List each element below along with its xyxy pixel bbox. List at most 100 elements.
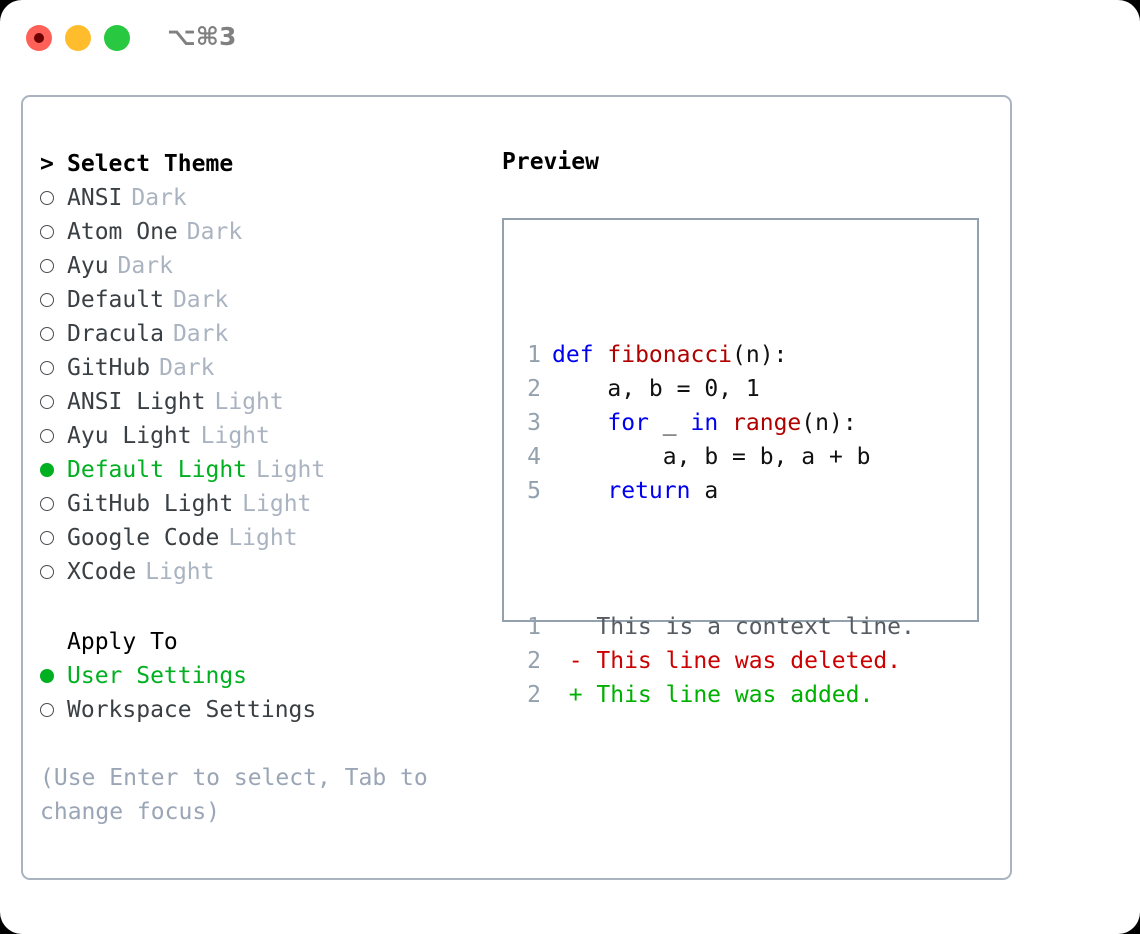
code-line-number: 5 <box>527 478 541 504</box>
radio-marker <box>40 555 67 589</box>
theme-item-kind: Dark <box>159 355 215 381</box>
title-bar: ⌥⌘3 <box>0 0 1140 78</box>
diff-line-number: 2 <box>527 682 541 708</box>
radio-marker <box>40 521 67 555</box>
code-token: (n): <box>801 410 857 436</box>
radio-marker <box>40 249 67 283</box>
maximize-window-icon[interactable] <box>104 25 130 51</box>
code-token: a, b = b, a + b <box>552 444 871 470</box>
apply-to-item[interactable]: Workspace Settings <box>40 693 480 727</box>
code-line-number: 2 <box>527 376 541 402</box>
diff-line-text: - This line was deleted. <box>541 648 902 674</box>
preview-title: Preview <box>502 149 599 175</box>
theme-item-kind: Dark <box>172 321 229 347</box>
theme-item-label: Default Light <box>67 457 248 483</box>
code-token: return <box>607 478 691 504</box>
radio-marker <box>40 453 67 487</box>
code-token: a <box>690 478 719 504</box>
code-token: in <box>690 410 719 436</box>
diff-line-number: 2 <box>527 648 541 674</box>
theme-item[interactable]: Default Light Light <box>40 453 480 487</box>
code-line: 5 return a <box>519 474 915 508</box>
radio-marker <box>40 385 67 419</box>
apply-to-item-label: User Settings <box>67 663 248 689</box>
code-token <box>552 478 607 504</box>
radio-selected-icon <box>40 462 54 477</box>
theme-item[interactable]: Ayu Light Light <box>40 419 480 453</box>
radio-unselected-icon <box>40 564 54 579</box>
theme-item[interactable]: Ayu Dark <box>40 249 480 283</box>
radio-unselected-icon <box>40 326 54 341</box>
theme-item-kind: Light <box>228 525 298 551</box>
theme-item[interactable]: GitHub Dark <box>40 351 480 385</box>
diff-line-text: This is a context line. <box>541 614 915 640</box>
diff-line: 1 This is a context line. <box>519 610 915 644</box>
code-token: a, b = 0, 1 <box>552 376 760 402</box>
theme-item-kind: Dark <box>172 287 229 313</box>
diff-line-text: + This line was added. <box>541 682 874 708</box>
radio-marker <box>40 659 67 693</box>
theme-item-label: Ayu Light <box>67 423 192 449</box>
theme-item-label: GitHub <box>67 355 151 381</box>
radio-marker <box>40 693 67 727</box>
theme-item[interactable]: XCode Light <box>40 555 480 589</box>
select-theme-header: > Select Theme <box>40 147 480 181</box>
code-token <box>552 410 607 436</box>
code-token: (n): <box>732 342 788 368</box>
traffic-light-buttons <box>26 25 130 51</box>
code-line-number: 3 <box>527 410 541 436</box>
radio-unselected-icon <box>40 258 54 273</box>
theme-item-label: Google Code <box>67 525 220 551</box>
radio-unselected-icon <box>40 394 54 409</box>
radio-marker <box>40 419 67 453</box>
minimize-window-icon[interactable] <box>65 25 91 51</box>
diff-line: 2 - This line was deleted. <box>519 644 915 678</box>
theme-item[interactable]: Google Code Light <box>40 521 480 555</box>
prompt-caret-icon: > <box>40 151 54 177</box>
theme-item-label: Ayu <box>67 253 109 279</box>
section-spacer <box>40 589 480 625</box>
theme-item-label: Dracula <box>67 321 164 347</box>
code-line: 3 for _ in range(n): <box>519 406 915 440</box>
close-window-icon[interactable] <box>26 25 52 51</box>
theme-item-kind: Light <box>242 491 312 517</box>
radio-selected-icon <box>40 668 54 683</box>
code-token: _ <box>648 410 691 436</box>
radio-unselected-icon <box>40 428 54 443</box>
theme-item-label: XCode <box>67 559 137 585</box>
theme-item[interactable]: Dracula Dark <box>40 317 480 351</box>
theme-item-kind: Dark <box>117 253 173 279</box>
radio-unselected-icon <box>40 292 54 307</box>
code-token: range <box>732 410 802 436</box>
code-token <box>718 410 732 436</box>
theme-item-kind: Light <box>145 559 215 585</box>
theme-item-kind: Light <box>256 457 326 483</box>
code-line: 2 a, b = 0, 1 <box>519 372 915 406</box>
code-line-number: 4 <box>527 444 541 470</box>
radio-marker <box>40 283 67 317</box>
diff-lines: 1 This is a context line.2 - This line w… <box>519 610 915 712</box>
apply-to-title: Apply To <box>67 629 178 655</box>
theme-item-label: ANSI Light <box>67 389 206 415</box>
keyboard-shortcut-label: ⌥⌘3 <box>167 22 237 51</box>
code-token: fibonacci <box>607 342 733 368</box>
theme-item-label: ANSI <box>67 185 123 211</box>
theme-item-kind: Light <box>200 423 270 449</box>
apply-to-item[interactable]: User Settings <box>40 659 480 693</box>
diff-line: 2 + This line was added. <box>519 678 915 712</box>
radio-unselected-icon <box>40 190 54 205</box>
code-token: for <box>607 410 649 436</box>
